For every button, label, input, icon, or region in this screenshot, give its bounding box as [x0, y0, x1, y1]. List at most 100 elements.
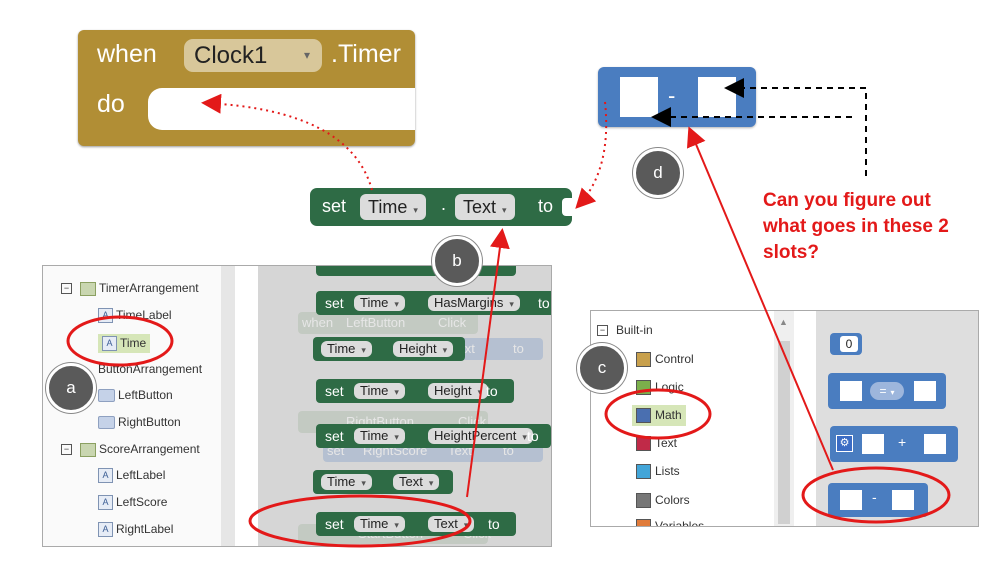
- component-dropdown[interactable]: Time▾: [354, 428, 405, 444]
- component-dropdown-value: Clock1: [194, 42, 268, 69]
- component-dropdown[interactable]: Time▾: [360, 194, 426, 220]
- math-add-block[interactable]: ⚙ +: [830, 426, 958, 462]
- ghost-event-block: when LeftButton Click: [298, 312, 478, 334]
- math-blocks-drawer[interactable]: 0 =▾ ⚙ + -: [816, 311, 978, 526]
- component-dropdown[interactable]: Clock1 ▾: [184, 39, 322, 72]
- builtin-item-text[interactable]: Text: [636, 436, 678, 452]
- to-keyword: to: [527, 428, 539, 444]
- drawer-block-partial[interactable]: [316, 266, 516, 276]
- highlight-oval-set-time-text: [248, 494, 472, 548]
- builtin-item-variables[interactable]: Variables: [636, 519, 705, 527]
- badge-c: c: [577, 343, 627, 393]
- gear-icon[interactable]: ⚙: [836, 435, 853, 452]
- drawer-block-set-time-text[interactable]: set Time▾ Text▾ to: [316, 512, 516, 536]
- collapse-icon[interactable]: −: [61, 444, 72, 456]
- do-keyword: do: [97, 90, 125, 118]
- builtin-item-label: Text: [655, 436, 678, 450]
- chevron-down-icon: ▾: [477, 387, 483, 397]
- property-dropdown[interactable]: Text▾: [455, 194, 515, 220]
- drawer-block-set-time-heightpercent[interactable]: set Time▾ HeightPercent▾ to: [316, 424, 551, 448]
- component-dropdown-value: Time: [360, 295, 389, 310]
- highlight-oval-time: [66, 315, 174, 367]
- property-dropdown[interactable]: HasMargins▾: [428, 295, 520, 311]
- component-dropdown-value: Time: [368, 197, 408, 217]
- button-icon: [98, 416, 115, 430]
- component-dropdown-value: Time: [327, 474, 356, 489]
- chevron-down-icon: ▾: [890, 388, 895, 397]
- left-operand-socket[interactable]: [840, 490, 862, 510]
- component-dropdown[interactable]: Time▾: [321, 474, 372, 490]
- math-swatch-icon: [636, 408, 651, 424]
- property-dropdown-value: Text: [434, 516, 458, 531]
- component-dropdown[interactable]: Time▾: [354, 516, 405, 532]
- drawer-block-time-height[interactable]: Time ▾ Height▾: [313, 337, 465, 361]
- tree-item-rightbutton[interactable]: RightButton: [98, 415, 181, 430]
- compare-dropdown[interactable]: =▾: [870, 382, 904, 400]
- right-operand-socket[interactable]: [892, 490, 914, 510]
- right-operand-socket[interactable]: [914, 381, 936, 401]
- component-dropdown-value: Time: [327, 341, 356, 356]
- set-keyword: set: [322, 196, 347, 216]
- value-socket[interactable]: [562, 198, 572, 216]
- set-time-text-block[interactable]: set Time▾ . Text▾ to: [310, 188, 572, 226]
- tree-item-scorearrangement[interactable]: −ScoreArrangement: [61, 442, 200, 457]
- math-subtract-block[interactable]: -: [828, 483, 928, 517]
- scrollbar-thumb[interactable]: [778, 341, 790, 524]
- property-dropdown[interactable]: Height▾: [428, 383, 489, 399]
- drawer-block-set-time-hasmargins[interactable]: set Time▾ HasMargins▾ to: [316, 291, 551, 315]
- statement-socket[interactable]: [148, 88, 415, 130]
- compare-operator: =: [879, 384, 887, 398]
- builtin-item-colors[interactable]: Colors: [636, 493, 690, 509]
- ghost-text: when: [302, 315, 334, 330]
- left-operand-socket[interactable]: [862, 434, 884, 454]
- builtin-item-lists[interactable]: Lists: [636, 464, 680, 480]
- set-keyword: set: [325, 428, 344, 444]
- arrow-b: [466, 228, 510, 498]
- component-dropdown[interactable]: Time ▾: [321, 341, 372, 357]
- drawer-block-time-text[interactable]: Time▾ Text▾: [313, 470, 453, 494]
- tree-item-label: LeftLabel: [116, 468, 166, 482]
- right-operand-socket[interactable]: [924, 434, 946, 454]
- set-keyword: set: [325, 516, 344, 532]
- collapse-icon[interactable]: −: [61, 283, 72, 295]
- builtin-header[interactable]: −Built-in: [597, 323, 653, 337]
- chevron-down-icon: ▾: [502, 205, 507, 215]
- tree-item-label: LeftButton: [118, 388, 173, 402]
- builtin-item-math[interactable]: Math: [632, 405, 686, 427]
- tree-scrollbar[interactable]: [221, 266, 235, 546]
- to-keyword: to: [486, 383, 498, 399]
- collapse-icon[interactable]: −: [597, 325, 608, 337]
- ghost-text: Click: [438, 315, 467, 330]
- drawer-block-set-time-height[interactable]: set Time▾ Height▾ to: [316, 379, 514, 403]
- component-dropdown[interactable]: Time▾: [354, 383, 405, 399]
- component-dropdown[interactable]: Time▾: [354, 295, 405, 311]
- property-dropdown[interactable]: Text▾: [428, 516, 475, 532]
- to-keyword: to: [538, 295, 550, 311]
- dotted-link-minus: [575, 101, 608, 209]
- scroll-up-icon[interactable]: ▲: [779, 317, 788, 327]
- property-dropdown[interactable]: Height▾: [393, 341, 454, 357]
- tree-item-label: Time: [120, 336, 147, 350]
- chevron-down-icon: ▾: [361, 345, 366, 355]
- property-dropdown[interactable]: HeightPercent▾: [428, 428, 533, 444]
- property-dropdown[interactable]: Text▾: [393, 474, 440, 490]
- left-operand-socket[interactable]: [840, 381, 862, 401]
- chevron-down-icon: ▾: [394, 387, 399, 397]
- builtin-item-control[interactable]: Control: [636, 352, 694, 368]
- minus-operator: -: [668, 83, 676, 108]
- to-keyword: to: [538, 196, 554, 216]
- dot-separator: .: [441, 194, 447, 214]
- chevron-down-icon: ▾: [303, 48, 310, 62]
- minus-operator: -: [872, 489, 877, 505]
- builtin-item-label: Variables: [655, 519, 705, 527]
- math-compare-block[interactable]: =▾: [828, 373, 946, 409]
- tree-item-leftbutton[interactable]: LeftButton: [98, 388, 173, 403]
- math-number-block[interactable]: 0: [830, 333, 862, 355]
- tree-item-timerarrangement[interactable]: −TimerArrangement: [61, 281, 199, 296]
- event-block-clock1-timer[interactable]: when Clock1 ▾ .Timer do: [78, 30, 415, 146]
- number-field[interactable]: 0: [840, 336, 858, 352]
